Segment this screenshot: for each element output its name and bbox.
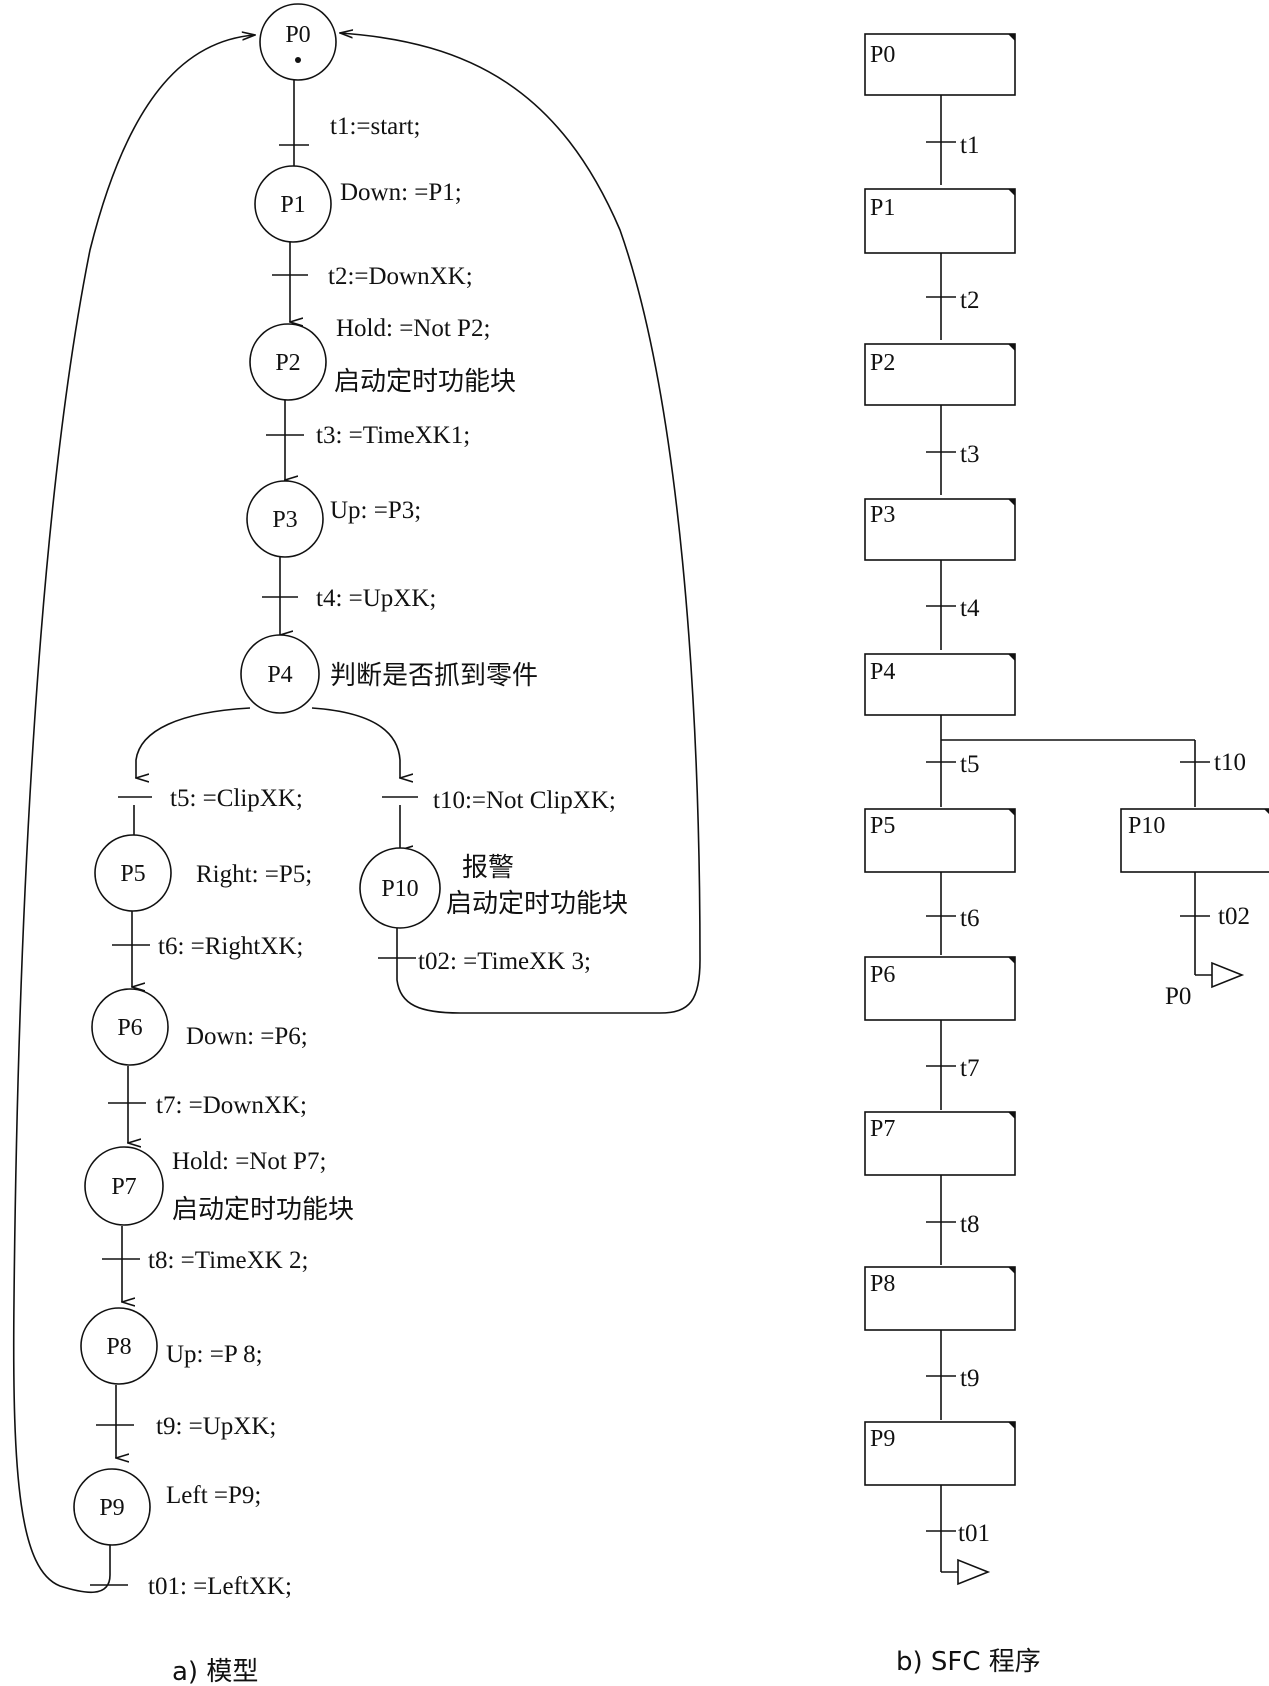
label-t6: t6: =RightXK; — [158, 933, 303, 960]
place-label: P7 — [111, 1174, 136, 1200]
place-P4: P4 — [240, 634, 320, 714]
action-P5: Right: =P5; — [196, 861, 312, 888]
place-P1: P1 — [254, 165, 332, 243]
step-label: P4 — [870, 659, 895, 685]
step-P7: P7 — [864, 1111, 1016, 1176]
place-label: P2 — [275, 350, 300, 376]
model-transition-bars — [90, 144, 418, 1586]
label-t9: t9: =UpXK; — [156, 1413, 276, 1440]
jump-arrow-icon — [957, 1558, 991, 1586]
step-label: P10 — [1128, 813, 1165, 839]
label-t4: t4: =UpXK; — [316, 585, 436, 612]
place-label: P10 — [381, 876, 418, 902]
action-P9: Left =P9; — [166, 1482, 261, 1509]
petri-net-model: P0 P1 P2 P3 P4 P5 — [12, 3, 701, 1686]
step-P5: P5 — [864, 808, 1016, 873]
step-P1: P1 — [864, 188, 1016, 254]
label-t5: t5: =ClipXK; — [170, 785, 303, 812]
sfc-label-t9: t9 — [960, 1365, 979, 1392]
place-label: P3 — [272, 507, 297, 533]
sfc-transition-labels: t1 t2 t3 t4 t5 t10 t6 t02 t7 t8 t9 t01 — [958, 132, 1250, 1547]
action-P2-hold: Hold: =Not P2; — [336, 315, 490, 342]
sfc-steps: P0 P1 P2 P3 P4 — [864, 33, 1269, 1486]
action-P10-alarm: 报警 — [462, 853, 514, 883]
jump-target-label: P0 — [1165, 983, 1191, 1010]
step-label: P7 — [870, 1116, 895, 1142]
sfc-label-t4: t4 — [960, 595, 980, 622]
sfc-label-t6: t6 — [960, 905, 979, 932]
caption-model: a) 模型 — [172, 1657, 258, 1686]
model-places: P0 P1 P2 P3 P4 P5 — [73, 3, 441, 1546]
action-P10-timer: 启动定时功能块 — [446, 889, 628, 919]
token-dot — [295, 57, 301, 63]
place-label: P9 — [99, 1495, 124, 1521]
label-t1: t1:=start; — [330, 113, 420, 140]
sfc-label-t5: t5 — [960, 751, 979, 778]
place-label: P6 — [117, 1015, 142, 1041]
step-label: P2 — [870, 350, 895, 376]
action-P4: 判断是否抓到零件 — [330, 661, 538, 691]
place-P3: P3 — [246, 480, 324, 558]
step-label: P1 — [870, 195, 895, 221]
step-P9: P9 — [864, 1421, 1016, 1486]
place-P2: P2 — [249, 323, 327, 401]
step-P4: P4 — [864, 653, 1016, 716]
place-label: P1 — [280, 192, 305, 218]
label-t2: t2:=DownXK; — [328, 263, 473, 290]
place-P9: P9 — [73, 1468, 151, 1546]
label-t7: t7: =DownXK; — [156, 1092, 307, 1119]
step-label: P6 — [870, 962, 895, 988]
place-label: P0 — [285, 22, 310, 48]
sfc-transition-bars — [926, 141, 1210, 1532]
action-P8: Up: =P 8; — [166, 1341, 263, 1368]
sfc-label-t01: t01 — [958, 1520, 990, 1547]
sfc-label-t3: t3 — [960, 441, 979, 468]
action-P2-timer: 启动定时功能块 — [334, 367, 516, 397]
step-label: P0 — [870, 42, 895, 68]
caption-sfc: b) SFC 程序 — [896, 1647, 1041, 1677]
sfc-label-t8: t8 — [960, 1211, 979, 1238]
step-P6: P6 — [864, 956, 1016, 1021]
step-label: P9 — [870, 1426, 895, 1452]
place-P10: P10 — [359, 847, 441, 929]
step-P8: P8 — [864, 1266, 1016, 1331]
sfc-program: P0 P0 P1 P2 P3 — [864, 33, 1269, 1677]
action-P6: Down: =P6; — [186, 1023, 308, 1050]
step-P2: P2 — [864, 343, 1016, 406]
place-P5: P5 — [94, 834, 172, 912]
label-t10: t10:=Not ClipXK; — [433, 787, 616, 814]
action-P7-hold: Hold: =Not P7; — [172, 1148, 326, 1175]
action-P7-timer: 启动定时功能块 — [172, 1195, 354, 1225]
place-P6: P6 — [91, 988, 169, 1066]
label-t3: t3: =TimeXK1; — [316, 422, 470, 449]
label-t01: t01: =LeftXK; — [148, 1573, 292, 1600]
step-label: P5 — [870, 813, 895, 839]
label-t02: t02: =TimeXK 3; — [418, 948, 591, 975]
place-label: P5 — [120, 861, 145, 887]
sfc-label-t1: t1 — [960, 132, 979, 159]
jump-arrow-icon — [1211, 961, 1245, 989]
place-P0: P0 — [259, 3, 337, 81]
model-action-labels: Down: =P1; Hold: =Not P2; 启动定时功能块 Up: =P… — [166, 179, 628, 1509]
step-label: P3 — [870, 502, 895, 528]
sfc-connectors — [940, 95, 1212, 1573]
action-P3: Up: =P3; — [330, 497, 421, 524]
step-P3: P3 — [864, 498, 1016, 561]
label-t8: t8: =TimeXK 2; — [148, 1247, 308, 1274]
sfc-label-t02: t02 — [1218, 903, 1250, 930]
sfc-label-t7: t7 — [960, 1055, 979, 1082]
place-P7: P7 — [84, 1146, 164, 1226]
step-P10: P10 — [1120, 808, 1269, 873]
sfc-label-t2: t2 — [960, 287, 979, 314]
step-label: P8 — [870, 1271, 895, 1297]
place-label: P8 — [106, 1334, 131, 1360]
place-label: P4 — [267, 662, 292, 688]
action-P1: Down: =P1; — [340, 179, 462, 206]
sfc-label-t10: t10 — [1214, 749, 1246, 776]
place-P8: P8 — [80, 1307, 158, 1385]
step-P0: P0 — [864, 33, 1016, 96]
model-transition-labels: t1:=start; t2:=DownXK; t3: =TimeXK1; t4:… — [148, 113, 616, 1600]
model-connectors — [12, 33, 701, 1594]
